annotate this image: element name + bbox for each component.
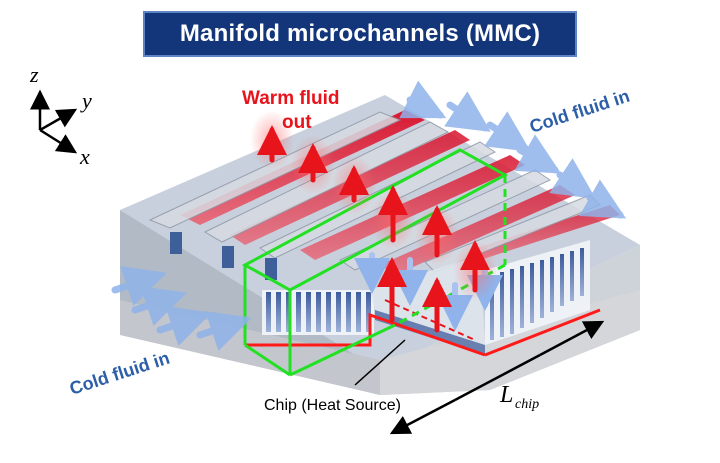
chip-length-arrow xyxy=(389,320,605,435)
axis-z-label: z xyxy=(29,62,39,87)
diagram-title: Manifold microchannels (MMC) xyxy=(143,11,577,57)
cold-inflow-arrows xyxy=(111,80,627,351)
chip-length-subscript: chip xyxy=(515,397,539,412)
axis-x-label: x xyxy=(79,144,90,169)
chip-pointer-line xyxy=(354,339,406,386)
warm-fluid-label-line2: out xyxy=(282,112,312,133)
axis-y-label: y xyxy=(80,88,92,113)
chip-label: Chip (Heat Source) xyxy=(264,397,401,414)
chip-length-label: L xyxy=(499,382,513,408)
warm-fluid-label-line1: Warm fluid xyxy=(242,88,339,109)
heat-source-lines xyxy=(245,308,601,357)
warm-outflow-arrows xyxy=(250,110,497,333)
inlet-openings xyxy=(170,232,277,280)
coordinate-axes xyxy=(30,89,78,154)
cold-fluid-label-right: Cold fluid in xyxy=(527,86,632,137)
microchannel-fins-left xyxy=(262,290,374,335)
cold-fluid-label-left: Cold fluid in xyxy=(67,348,172,399)
